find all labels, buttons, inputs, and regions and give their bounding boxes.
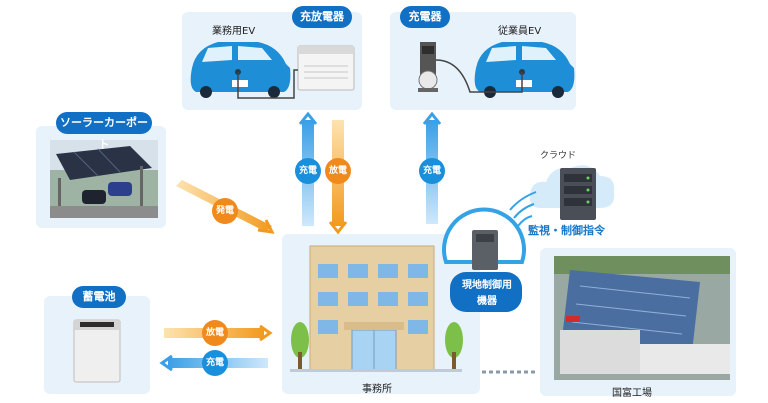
charger-stand-icon <box>418 42 523 93</box>
flow-generate: 発電 <box>212 198 238 224</box>
battery-pill: 蓄電池 <box>72 286 126 308</box>
controller-label-line2: 機器 <box>477 296 497 307</box>
flow-charge-battery: 充電 <box>202 350 228 376</box>
employee-ev-label: 従業員EV <box>498 26 542 37</box>
flow-discharge-top: 放電 <box>325 158 351 184</box>
business-ev-car-icon <box>190 42 291 98</box>
controller-label-line1: 現地制御用 <box>462 280 512 291</box>
business-ev-label: 業務用EV <box>212 26 256 37</box>
office-label: 事務所 <box>362 384 392 395</box>
cloud-server-icon <box>529 165 615 220</box>
wireless-signal-icon <box>509 191 537 227</box>
factory-label: 国富工場 <box>612 388 652 399</box>
charger-discharger-unit-icon <box>237 45 355 99</box>
solar-carport-photo <box>50 140 158 218</box>
charger-discharger-pill: 充放電器 <box>292 6 352 28</box>
office-building-icon <box>290 245 463 372</box>
employee-ev-car-icon <box>474 42 575 98</box>
flow-charge-left: 充電 <box>295 158 321 184</box>
solar-carport-pill: ソーラーカーポート <box>56 112 152 151</box>
charger-pill: 充電器 <box>400 6 450 28</box>
flow-discharge-battery: 放電 <box>202 320 228 346</box>
flow-charge-right: 充電 <box>419 158 445 184</box>
monitor-control-label: 監視・制御指令 <box>528 224 605 237</box>
factory-photo <box>554 256 730 380</box>
cloud-label: クラウド <box>540 151 577 161</box>
local-controller-bubble <box>442 207 526 312</box>
storage-battery-icon <box>73 319 121 383</box>
